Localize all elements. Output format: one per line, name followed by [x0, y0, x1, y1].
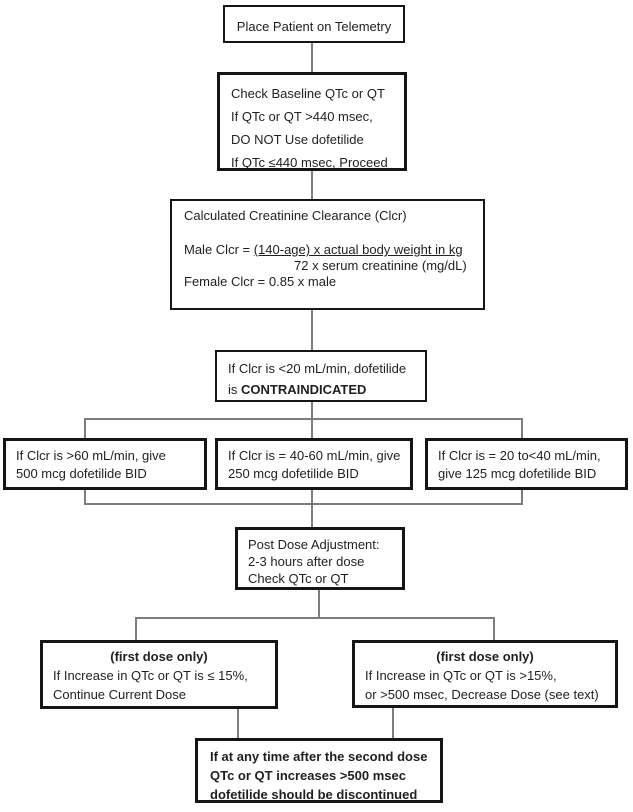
node-text-line: If Clcr is = 40-60 mL/min, give — [228, 448, 401, 463]
node-text-line: 250 mcg dofetilide BID — [228, 466, 359, 481]
connector-decrease-to-discontinue — [392, 708, 394, 738]
connector-baseline-to-clearance — [311, 171, 313, 199]
node-text-line: If QTc ≤440 msec, Proceed — [231, 155, 388, 170]
flow-node-dose-125: If Clcr is = 20 to<40 mL/min, give 125 m… — [425, 438, 628, 490]
node-text-line: If Clcr is >60 mL/min, give — [16, 448, 166, 463]
connector-drop-dose-low — [521, 418, 523, 438]
node-text-line: dofetilide should be discontinued — [210, 787, 418, 802]
flow-node-baseline-qtc: Check Baseline QTc or QT If QTc or QT >4… — [217, 72, 407, 171]
node-text-line: If QTc or QT >440 msec, — [231, 109, 373, 124]
node-text-line: 500 mcg dofetilide BID — [16, 466, 147, 481]
first-dose-only-header: (first dose only) — [110, 649, 208, 664]
node-text-line: If at any time after the second dose — [210, 749, 428, 764]
flow-node-contraindicated: If Clcr is <20 mL/min, dofetilide is CON… — [215, 350, 427, 402]
connector-dose-merge-bar — [84, 503, 523, 505]
clearance-title: Calculated Creatinine Clearance (Clcr) — [184, 208, 407, 223]
flow-node-creatinine-clearance: Calculated Creatinine Clearance (Clcr) M… — [170, 199, 485, 310]
node-text-line: is CONTRAINDICATED — [228, 379, 425, 400]
male-clcr-prefix: Male Clcr = — [184, 242, 254, 257]
clearance-formula: Male Clcr = (140-age) x actual body weig… — [184, 242, 483, 290]
node-text-line: If Clcr is <20 mL/min, dofetilide — [228, 361, 407, 376]
connector-continue-to-discontinue — [237, 709, 239, 738]
node-text-line: QTc or QT increases >500 msec — [210, 768, 406, 783]
connector-qt-split-bar — [135, 617, 495, 619]
node-text-line: If Clcr is = 20 to<40 mL/min, — [438, 448, 601, 463]
node-text-line: If Increase in QTc or QT is ≤ 15%, — [53, 668, 248, 683]
node-text-line: give 125 mcg dofetilide BID — [438, 466, 597, 481]
connector-contraindicated-to-split — [311, 402, 313, 418]
flow-node-post-dose-adjustment: Post Dose Adjustment: 2-3 hours after do… — [235, 527, 405, 590]
flow-node-telemetry: Place Patient on Telemetry — [223, 5, 405, 43]
female-clcr-line: Female Clcr = 0.85 x male — [184, 274, 337, 289]
contraindicated-prefix: is — [228, 382, 241, 397]
connector-telemetry-to-baseline — [311, 43, 313, 72]
connector-stub-dose-low — [521, 490, 523, 505]
formula-denominator: 72 x serum creatinine (mg/dL) — [294, 258, 467, 273]
connector-drop-continue — [135, 617, 137, 640]
connector-stub-dose-high — [84, 490, 86, 505]
node-text-line: DO NOT Use dofetilide — [231, 132, 364, 147]
node-text-line: 2-3 hours after dose — [248, 554, 365, 569]
connector-drop-decrease — [493, 617, 495, 640]
connector-postdose-to-split — [318, 590, 320, 617]
male-clcr-line: Male Clcr = (140-age) x actual body weig… — [184, 242, 483, 258]
flow-node-discontinue: If at any time after the second dose QTc… — [195, 738, 443, 803]
node-text-line: Continue Current Dose — [53, 687, 186, 702]
first-dose-only-header: (first dose only) — [436, 649, 534, 664]
node-text-line: Check QTc or QT — [248, 571, 349, 586]
node-text-line: or >500 msec, Decrease Dose (see text) — [365, 687, 599, 702]
connector-merge-to-postdose — [311, 503, 313, 527]
flow-node-continue-dose: (first dose only) If Increase in QTc or … — [40, 640, 278, 709]
connector-clearance-to-contraindicated — [311, 310, 313, 350]
formula-numerator: (140-age) x actual body weight in kg — [253, 242, 463, 257]
connector-dose-split-bar — [84, 418, 523, 420]
node-text-line: If Increase in QTc or QT is >15%, — [365, 668, 557, 683]
flow-node-dose-250: If Clcr is = 40-60 mL/min, give 250 mcg … — [215, 438, 413, 490]
connector-stub-dose-mid — [311, 490, 313, 505]
flow-node-decrease-dose: (first dose only) If Increase in QTc or … — [352, 640, 618, 708]
connector-drop-dose-mid — [311, 418, 313, 438]
flow-node-dose-500: If Clcr is >60 mL/min, give 500 mcg dofe… — [3, 438, 207, 490]
node-text-line: Post Dose Adjustment: — [248, 537, 380, 552]
contraindicated-emphasis: CONTRAINDICATED — [241, 382, 367, 397]
connector-drop-dose-high — [84, 418, 86, 438]
node-text-line: Check Baseline QTc or QT — [231, 86, 385, 101]
node-text: Place Patient on Telemetry — [236, 19, 392, 34]
